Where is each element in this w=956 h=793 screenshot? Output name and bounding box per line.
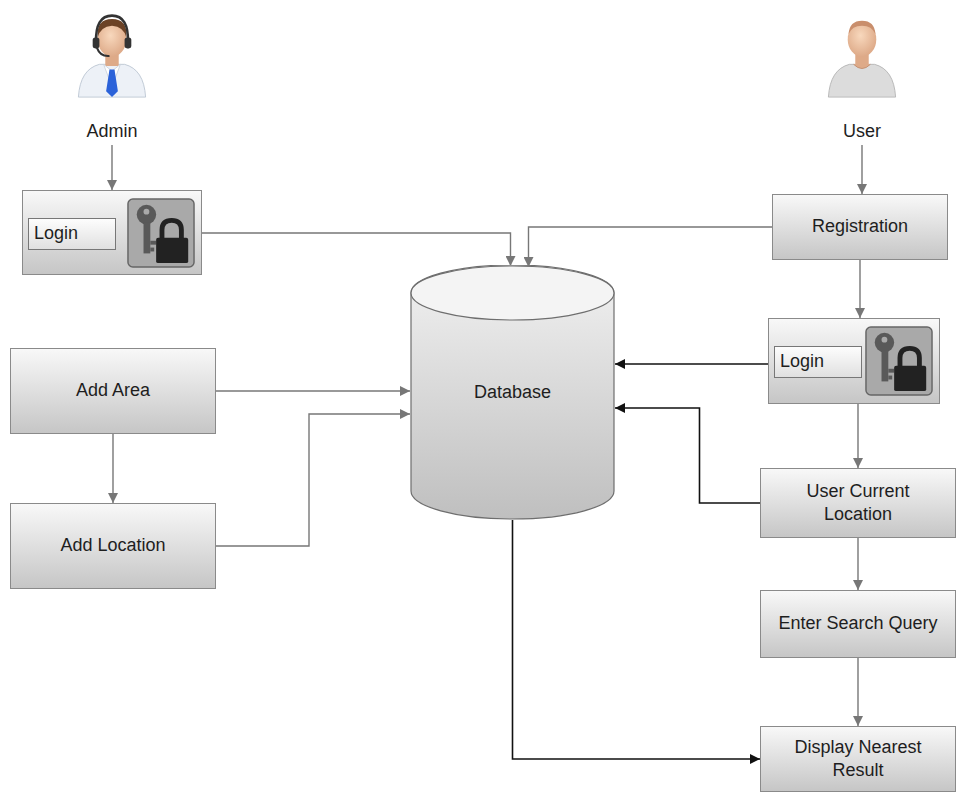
flow-arrow <box>513 520 761 759</box>
flow-arrow <box>857 404 858 468</box>
flow-arrow <box>216 390 410 391</box>
actor-label: User <box>843 120 881 143</box>
flow-arrow <box>112 434 113 503</box>
process-box: Registration <box>772 194 948 260</box>
flow-arrow <box>216 414 410 546</box>
process-box: Add Area <box>10 348 216 434</box>
process-box: Enter Search Query <box>760 590 956 658</box>
flow-arrow <box>111 145 112 190</box>
process-box: Display Nearest Result <box>760 726 956 792</box>
admin-actor: Admin <box>62 3 162 143</box>
login-panel: Login <box>22 190 202 275</box>
box-label: User Current Location <box>773 480 943 527</box>
flow-arrow <box>615 408 760 503</box>
box-label: Enter Search Query <box>778 612 937 635</box>
process-box: Add Location <box>10 503 216 589</box>
key-lock-icon <box>127 197 195 269</box>
process-box: User Current Location <box>760 468 956 538</box>
database-cylinder: Database <box>410 265 615 520</box>
box-label: Database <box>474 381 551 404</box>
flow-arrow <box>857 658 858 726</box>
login-panel: Login <box>768 318 940 404</box>
key-lock-icon <box>865 325 933 397</box>
box-label: Add Area <box>76 379 150 402</box>
box-label: Add Location <box>60 534 165 557</box>
person-icon <box>70 3 154 103</box>
flow-arrow <box>857 538 858 590</box>
box-label: Display Nearest Result <box>773 736 943 783</box>
box-label: Registration <box>812 215 908 238</box>
login-field-label: Login <box>774 346 862 378</box>
user-actor: User <box>812 3 912 143</box>
login-field-label: Login <box>28 218 116 250</box>
flow-arrow <box>615 363 768 365</box>
actor-label: Admin <box>86 120 137 143</box>
flow-arrow <box>861 145 862 194</box>
flow-arrow <box>529 227 773 267</box>
flow-arrow <box>859 260 860 318</box>
flow-arrow <box>202 233 511 266</box>
person-icon <box>820 3 904 103</box>
